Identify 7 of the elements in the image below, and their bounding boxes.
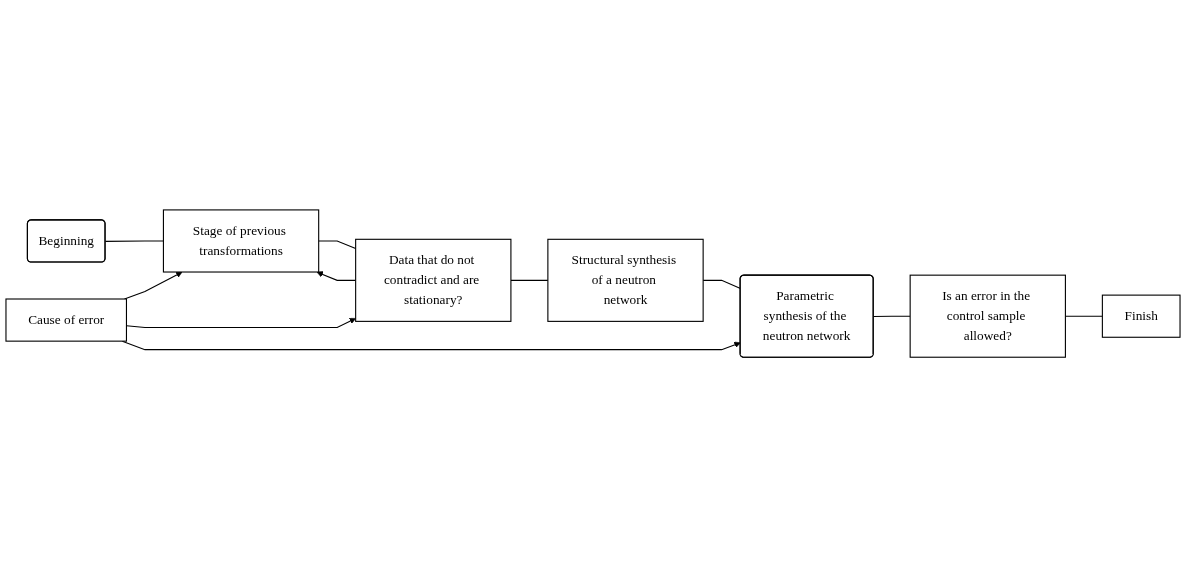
node-box: Cause of error bbox=[5, 298, 127, 343]
node-box: Data that do not contradict and are stationary? bbox=[355, 239, 512, 323]
node-box: Finish bbox=[1101, 295, 1181, 339]
node-box: Stage of previous transformations bbox=[162, 209, 320, 273]
node-box: Structural synthesis of a neutron network bbox=[547, 239, 704, 323]
connector bbox=[873, 316, 911, 318]
node-box: Is an error in the control sample allowed? bbox=[909, 275, 1066, 359]
